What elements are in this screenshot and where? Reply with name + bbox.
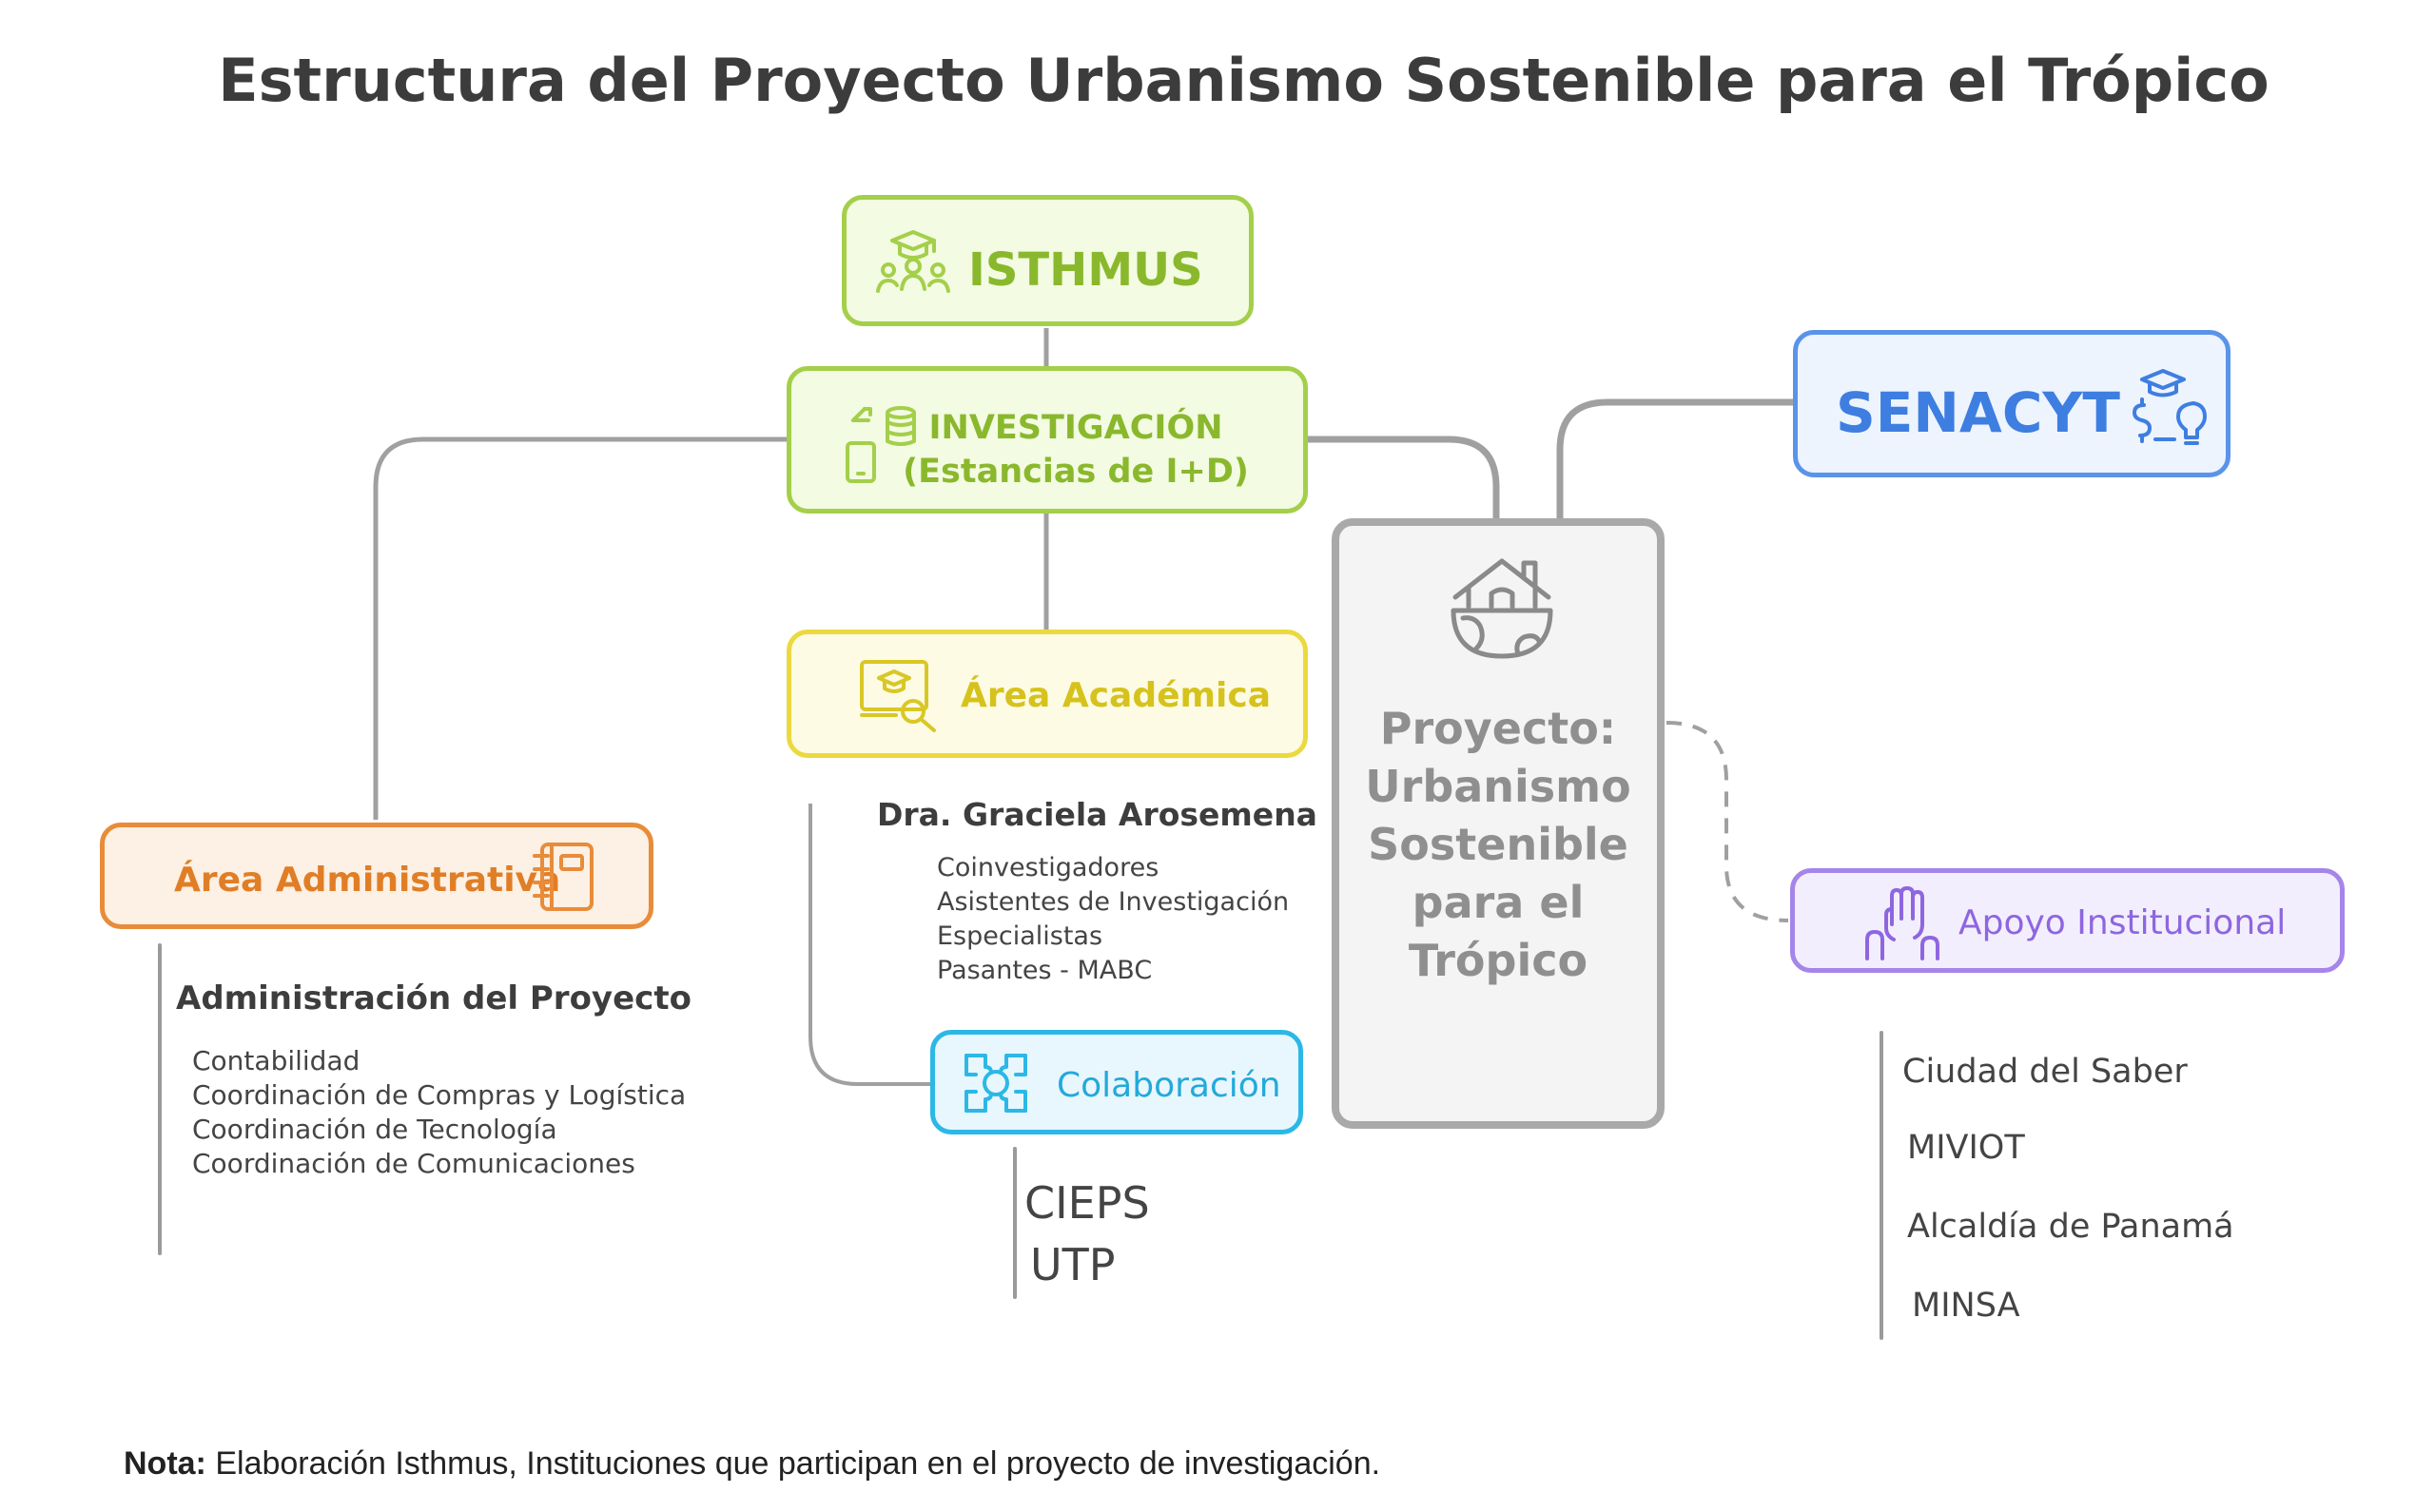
- colaboracion-item-cieps: CIEPS: [1024, 1177, 1150, 1229]
- proyecto-line: Proyecto:: [1379, 703, 1617, 754]
- footnote-text: Elaboración Isthmus, Instituciones que p…: [205, 1445, 1381, 1482]
- raised-hands-icon: [1865, 886, 1939, 960]
- list-item: Coordinación de Tecnología: [192, 1114, 557, 1145]
- apoyo-list-line: [1880, 1031, 1883, 1340]
- investigacion-label-2: (Estancias de I+D): [903, 453, 1249, 491]
- connector-proyecto-apoyo: [1666, 721, 1789, 922]
- graduation-group-icon: [876, 230, 950, 293]
- investigacion-label-1: INVESTIGACIÓN: [928, 409, 1223, 447]
- list-item: Coinvestigadores: [937, 853, 1159, 882]
- investigacion-node: INVESTIGACIÓN (Estancias de I+D): [787, 366, 1308, 514]
- devices-database-icon: [846, 406, 916, 483]
- page-title: Estructura del Proyecto Urbanismo Sosten…: [218, 46, 2269, 115]
- apoyo-label: Apoyo Institucional: [1958, 903, 2287, 942]
- notebook-icon: [533, 843, 594, 911]
- academica-members-list: Coinvestigadores Asistentes de Investiga…: [937, 851, 1289, 988]
- apoyo-item: Alcaldía de Panamá: [1907, 1208, 2234, 1246]
- administrativa-items-list: Contabilidad Coordinación de Compras y L…: [192, 1044, 686, 1181]
- administrativa-label: Área Administrativa: [174, 861, 561, 900]
- apoyo-item: Ciudad del Saber: [1902, 1053, 2188, 1091]
- house-globe-icon: [1451, 558, 1553, 659]
- senacyt-node: SENACYT: [1793, 330, 2230, 477]
- footnote: Nota: Elaboración Isthmus, Instituciones…: [124, 1445, 1380, 1483]
- list-item: Contabilidad: [192, 1045, 360, 1076]
- administrativa-list-line: [158, 943, 162, 1255]
- colaboracion-node: Colaboración: [930, 1030, 1303, 1134]
- connector-senacyt-proyecto: [1556, 398, 1793, 518]
- list-item: Especialistas: [937, 921, 1103, 951]
- proyecto-line: Sostenible: [1368, 819, 1628, 870]
- list-item: Asistentes de Investigación: [937, 887, 1290, 917]
- proyecto-label: Proyecto: Urbanismo Sostenible para el T…: [1339, 700, 1657, 990]
- connector-academica-colaboracion: [808, 804, 930, 1086]
- administrativa-node: Área Administrativa: [100, 823, 653, 929]
- academica-label: Área Académica: [961, 676, 1272, 715]
- isthmus-label: ISTHMUS: [968, 243, 1203, 297]
- list-item: Pasantes - MABC: [937, 956, 1153, 985]
- graduation-idea-icon: [2133, 369, 2207, 445]
- apoyo-item: MINSA: [1912, 1287, 2020, 1325]
- academic-search-icon: [860, 660, 936, 732]
- proyecto-line: Urbanismo: [1365, 761, 1631, 812]
- connector-investigacion-proyecto: [1308, 436, 1500, 518]
- colaboracion-list-line: [1013, 1147, 1017, 1299]
- footnote-label: Nota:: [124, 1445, 206, 1482]
- proyecto-line: para el: [1412, 877, 1585, 928]
- colaboracion-label: Colaboración: [1057, 1066, 1281, 1105]
- apoyo-item: MIVIOT: [1907, 1129, 2025, 1167]
- connector-investigacion-administrativa: [373, 436, 787, 820]
- academica-lead: Dra. Graciela Arosemena: [877, 796, 1317, 833]
- apoyo-node: Apoyo Institucional: [1790, 868, 2345, 973]
- list-item: Coordinación de Compras y Logística: [192, 1079, 687, 1111]
- administrativa-lead: Administración del Proyecto: [176, 979, 692, 1018]
- puzzle-hands-icon: [964, 1054, 1027, 1113]
- proyecto-node: Proyecto: Urbanismo Sostenible para el T…: [1332, 518, 1665, 1129]
- academica-node: Área Académica: [787, 630, 1308, 758]
- list-item: Coordinación de Comunicaciones: [192, 1148, 635, 1179]
- colaboracion-item-utp: UTP: [1030, 1239, 1116, 1290]
- proyecto-line: Trópico: [1408, 935, 1588, 986]
- isthmus-node: ISTHMUS: [842, 195, 1254, 326]
- senacyt-label: SENACYT: [1836, 380, 2120, 445]
